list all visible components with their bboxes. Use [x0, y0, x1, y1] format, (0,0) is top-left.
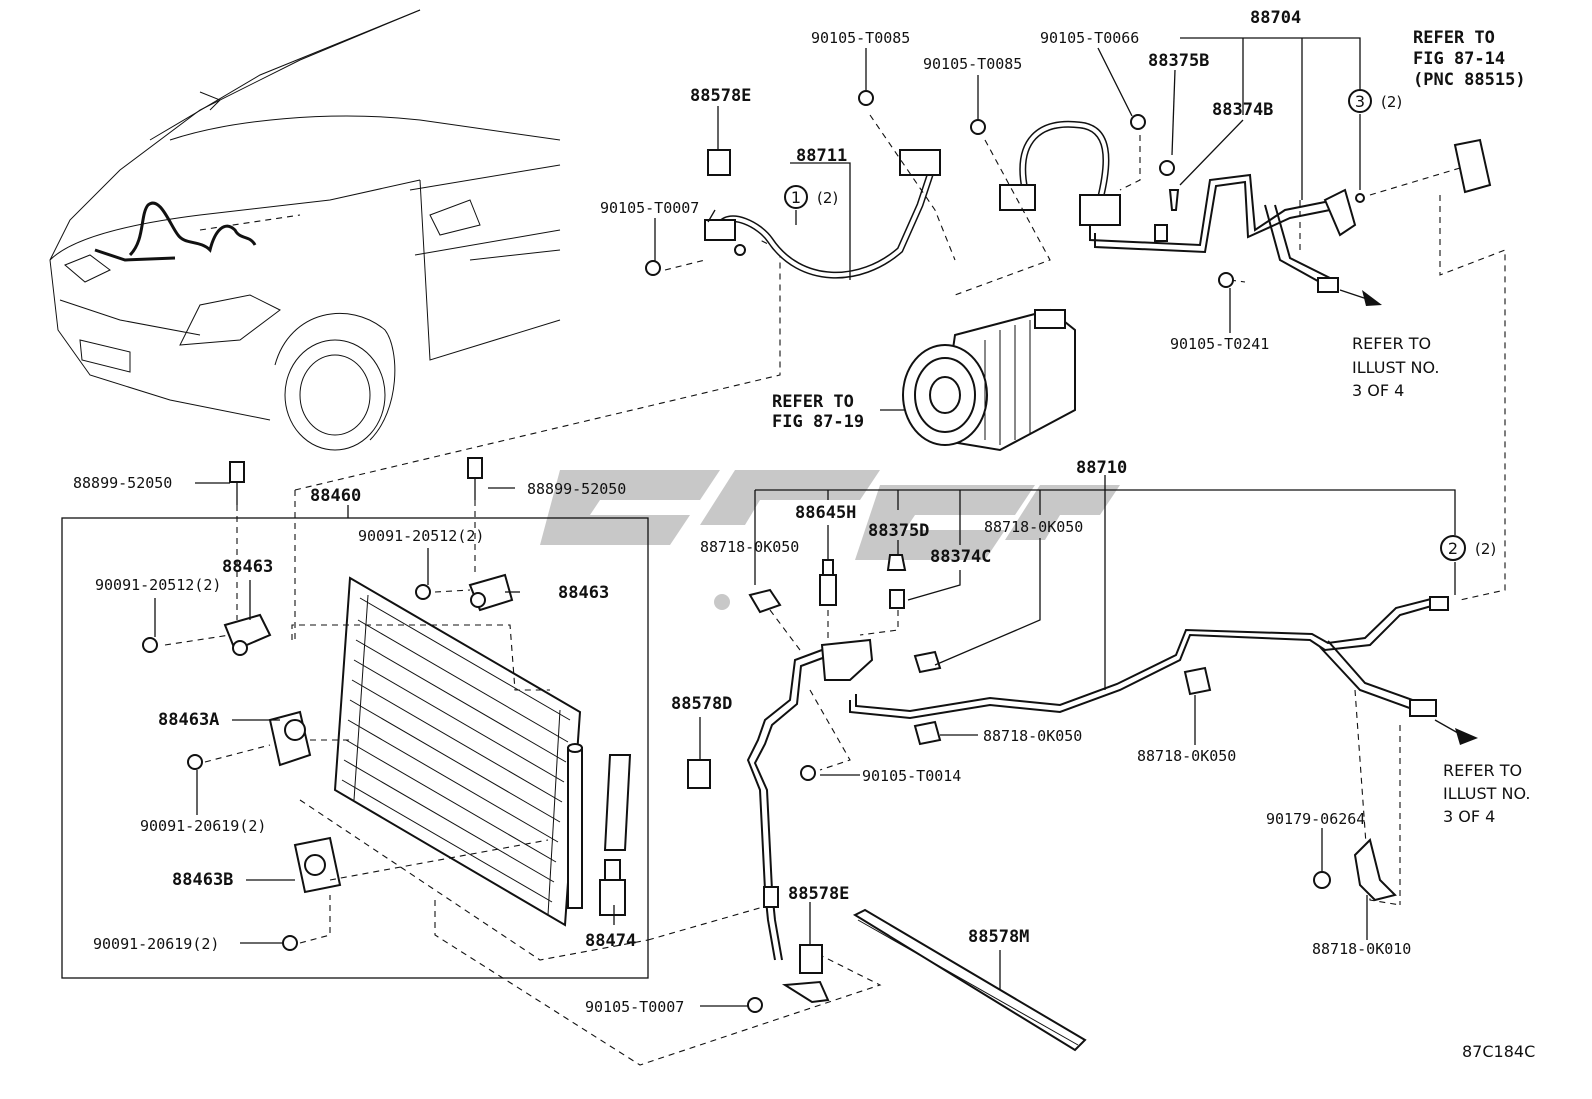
condenser-core	[333, 576, 583, 927]
ref-circle-2-qty: (2)	[1475, 540, 1496, 558]
label-90091-20619-b: 90091-20619(2)	[93, 935, 219, 953]
refer-illust-top-line3: 3 OF 4	[1352, 381, 1404, 400]
refer-fig-87-14-line1: REFER TO	[1413, 28, 1495, 48]
label-88463B: 88463B	[172, 870, 233, 890]
block-88578D	[687, 759, 711, 789]
leader-lines	[154, 37, 1456, 1007]
ref-circle-1	[784, 185, 808, 209]
refer-fig-87-19-line1: REFER TO	[772, 392, 854, 412]
block-88578E-top	[707, 149, 731, 176]
valve-cap-88375D	[886, 554, 907, 609]
label-90179-06264: 90179-06264	[1266, 810, 1365, 828]
label-88578E-top: 88578E	[690, 86, 751, 106]
label-90105-T0007-top: 90105-T0007	[600, 199, 699, 217]
refer-fig-87-14-line3: (PNC 88515)	[1413, 70, 1526, 90]
refer-illust-bottom-line3: 3 OF 4	[1443, 807, 1495, 826]
label-88374C: 88374C	[930, 547, 991, 567]
label-88645H: 88645H	[795, 503, 856, 523]
label-88463-a: 88463	[222, 557, 273, 577]
label-90091-20619-a: 90091-20619(2)	[140, 817, 266, 835]
label-88375D: 88375D	[868, 521, 929, 541]
label-90091-20512-b: 90091-20512(2)	[95, 576, 221, 594]
label-90105-T0007-bottom: 90105-T0007	[585, 998, 684, 1016]
label-88704: 88704	[1250, 8, 1301, 28]
bracket-88463-left	[223, 613, 272, 656]
label-88718-0K050-b: 88718-0K050	[984, 518, 1083, 536]
bolt-90105-T0241	[1218, 272, 1234, 288]
bracket-88463-right	[468, 573, 514, 612]
bracket-88463A	[268, 710, 312, 767]
ref-circle-3	[1348, 89, 1372, 113]
clamps	[748, 588, 1212, 746]
label-88460: 88460	[310, 486, 361, 506]
label-88375B: 88375B	[1148, 51, 1209, 71]
ref-circle-2-number: 2	[1448, 539, 1458, 558]
nut-90179-06264	[1313, 871, 1331, 889]
vehicle-illustration	[49, 9, 561, 451]
bracket-88463B	[293, 836, 342, 894]
watermark-logo	[540, 470, 1120, 610]
label-88463-b: 88463	[558, 583, 609, 603]
label-88899-52050-b: 88899-52050	[527, 480, 626, 498]
bolt-90105-T0014	[800, 765, 816, 781]
label-88578M: 88578M	[968, 927, 1029, 947]
refer-fig-87-19-line2: FIG 87-19	[772, 412, 864, 432]
receiver-bracket-88474	[599, 754, 632, 916]
refer-illust-bottom-line2: ILLUST NO.	[1443, 784, 1530, 803]
ref-circle-3-qty: (2)	[1381, 93, 1402, 111]
ref-circle-1-qty: (2)	[817, 189, 838, 207]
bolt-90105-T0007-top	[645, 260, 661, 276]
hose-88704	[999, 120, 1365, 293]
figure-code: 87C184C	[1462, 1042, 1535, 1061]
hose-88711	[704, 149, 941, 279]
label-88718-0K050-c: 88718-0K050	[983, 727, 1082, 745]
condenser-assembly-box	[61, 517, 649, 979]
label-90105-T0066: 90105-T0066	[1040, 29, 1139, 47]
tube-88710	[746, 596, 1449, 1004]
bolt-90105-T0085-a	[858, 90, 874, 106]
label-88718-0K010: 88718-0K010	[1312, 940, 1411, 958]
part-labels: 90105-T0085 90105-T0085 90105-T0066 8870…	[73, 8, 1535, 1061]
label-90105-T0241: 90105-T0241	[1170, 335, 1269, 353]
bolt-90105-T0066	[1130, 114, 1146, 130]
label-88718-0K050-d: 88718-0K050	[1137, 747, 1236, 765]
label-88474: 88474	[585, 931, 636, 951]
label-88578E-bottom: 88578E	[788, 884, 849, 904]
bolt-90105-T0007-bottom	[747, 997, 763, 1013]
ref-circle-3-number: 3	[1355, 92, 1365, 111]
label-90105-T0085-a: 90105-T0085	[811, 29, 910, 47]
compressor	[902, 308, 1076, 452]
label-90105-T0085-b: 90105-T0085	[923, 55, 1022, 73]
label-90105-T0014: 90105-T0014	[862, 767, 961, 785]
pressure-switch-88645H	[819, 559, 837, 606]
refer-illust-top-line2: ILLUST NO.	[1352, 358, 1439, 377]
refer-illust-top-line1: REFER TO	[1352, 334, 1431, 353]
label-88463A: 88463A	[158, 710, 219, 730]
ref-circle-2	[1440, 535, 1466, 561]
bolt-90105-T0085-b	[970, 119, 986, 135]
bracket-88718-0K010	[1353, 838, 1397, 902]
refer-illust-bottom-line1: REFER TO	[1443, 761, 1522, 780]
label-88374B: 88374B	[1212, 100, 1273, 120]
label-88710: 88710	[1076, 458, 1127, 478]
block-88578E-bottom	[799, 944, 823, 974]
label-90091-20512-a: 90091-20512(2)	[358, 527, 484, 545]
label-88711: 88711	[796, 146, 847, 166]
ref-circle-1-number: 1	[791, 188, 801, 207]
label-88578D: 88578D	[671, 694, 732, 714]
bar-88578M	[852, 908, 1087, 1052]
label-88899-52050-a: 88899-52050	[73, 474, 172, 492]
expansion-valve	[1453, 138, 1492, 194]
label-88718-0K050-a: 88718-0K050	[700, 538, 799, 556]
refer-fig-87-14-line2: FIG 87-14	[1413, 49, 1505, 69]
